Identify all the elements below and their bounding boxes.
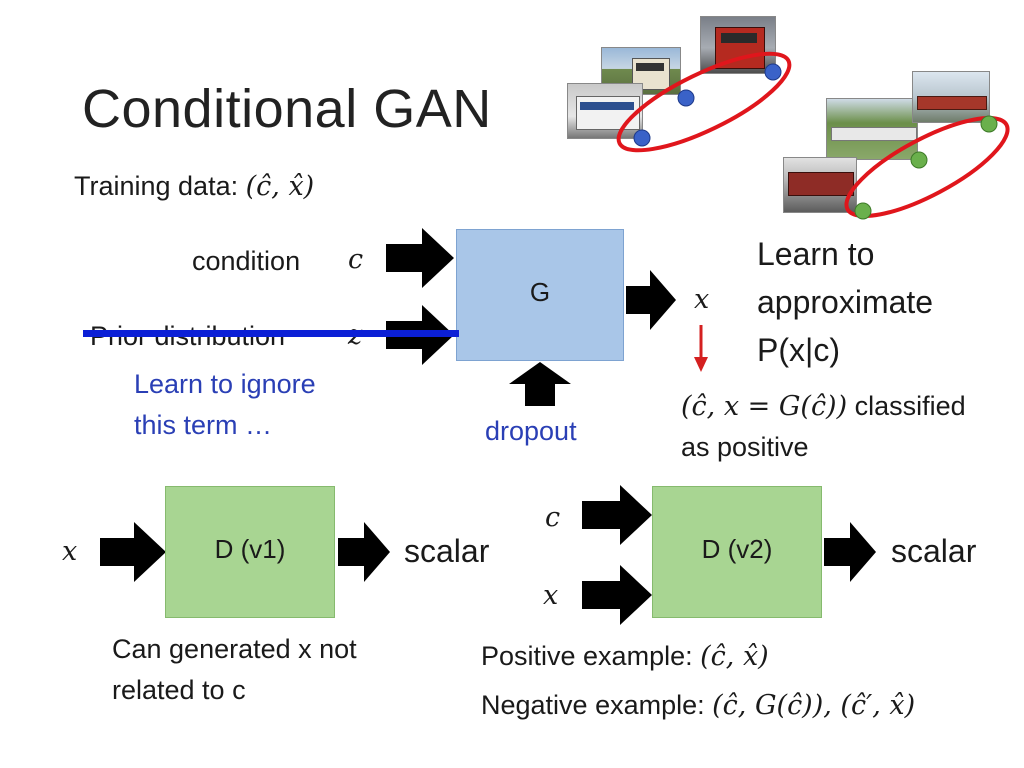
condition-label: condition <box>192 246 301 276</box>
green-point <box>980 115 998 133</box>
d-v2-box: D (v2) <box>652 486 822 618</box>
red-down-arrow <box>694 325 708 372</box>
train-photo-3 <box>700 16 776 74</box>
learn-line2: approximate <box>757 284 934 320</box>
negative-example-label: Negative example: <box>481 690 705 720</box>
d-v2-label: D (v2) <box>701 533 773 564</box>
blue-point <box>677 89 695 107</box>
negative-example-formula: (ĉ, G(ĉ)), (ĉ′, x̂) <box>712 690 916 721</box>
positive-example-formula: (ĉ, x̂) <box>700 641 769 672</box>
learn-approximate-block: Learn to approximate P(x|c) <box>757 230 933 374</box>
d-v1-label: D (v1) <box>214 533 286 564</box>
generator-box: G <box>456 229 624 361</box>
blue-point <box>633 129 651 147</box>
learn-line3: P(x|c) <box>757 332 840 368</box>
green-point <box>854 202 872 220</box>
ignore-note-line2: this term … <box>134 410 273 440</box>
d-v1-box: D (v1) <box>165 486 335 618</box>
classified-line1: (ĉ, x = G(ĉ)) classified <box>681 391 966 422</box>
condition-symbol: c <box>348 244 364 275</box>
generator-output-arrow <box>626 270 676 330</box>
d1-output-arrow <box>338 522 390 582</box>
negative-example-line: Negative example: (ĉ, G(ĉ)), (ĉ′, x̂) <box>481 690 915 721</box>
training-data-text: Training data: <box>74 171 239 201</box>
d1-input-symbol: x <box>62 536 78 567</box>
training-data-label: Training data: (ĉ, x̂) <box>74 171 314 202</box>
data-manifold-overlay <box>616 51 1010 220</box>
dropout-label: dropout <box>485 416 577 446</box>
d2-x-arrow <box>582 565 652 625</box>
condition-arrow <box>386 228 454 288</box>
d2-c-arrow <box>582 485 652 545</box>
green-cluster-ellipse <box>844 116 1010 218</box>
ignore-note-line1: Learn to ignore <box>134 369 316 399</box>
train-photo-5 <box>912 71 990 123</box>
green-point <box>910 151 928 169</box>
d2-output-label: scalar <box>891 533 977 569</box>
classified-line2: as positive <box>681 432 809 462</box>
positive-example-line: Positive example: (ĉ, x̂) <box>481 641 769 672</box>
blue-point <box>764 63 782 81</box>
train-photo-2 <box>567 83 643 139</box>
d1-note-line2: related to c <box>112 675 246 705</box>
learn-line1: Learn to <box>757 236 875 272</box>
blue-cluster-ellipse <box>616 51 792 153</box>
d2-input-c-symbol: c <box>545 502 561 533</box>
strike-through-line <box>83 330 459 337</box>
dropout-arrow <box>509 362 571 406</box>
d1-note-line1: Can generated x not <box>112 634 357 664</box>
classified-text: classified <box>854 391 966 421</box>
training-data-formula: (ĉ, x̂) <box>245 171 315 202</box>
slide-title: Conditional GAN <box>82 79 492 139</box>
d1-input-arrow <box>100 522 166 582</box>
d1-output-label: scalar <box>404 533 490 569</box>
output-symbol: x <box>694 284 710 315</box>
generator-label: G <box>529 276 551 307</box>
classified-formula: (ĉ, x = G(ĉ)) <box>681 391 848 422</box>
positive-example-label: Positive example: <box>481 641 693 671</box>
d2-output-arrow <box>824 522 876 582</box>
d2-input-x-symbol: x <box>543 580 559 611</box>
